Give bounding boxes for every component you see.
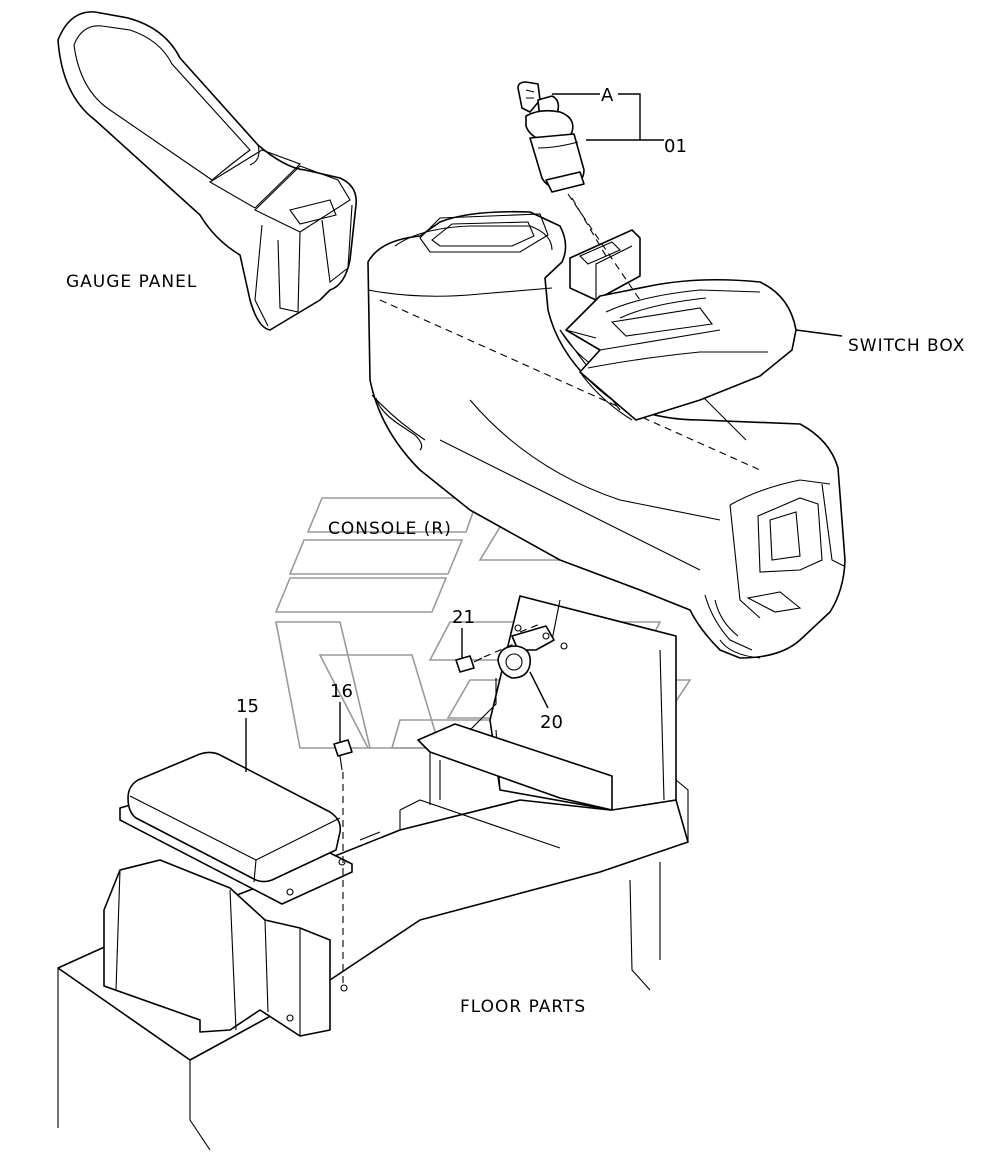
ref-a-label: A — [601, 85, 614, 106]
console-r-drawing — [367, 210, 846, 659]
floor-parts-label: FLOOR PARTS — [460, 997, 586, 1017]
key-switch-drawing — [517, 81, 641, 301]
part-number-01: 01 — [664, 136, 687, 157]
part-number-16: 16 — [330, 681, 353, 702]
part-number-21: 21 — [452, 607, 475, 628]
gauge-panel-label: GAUGE PANEL — [66, 272, 197, 292]
switch-20-drawing — [469, 623, 555, 731]
part-number-15: 15 — [236, 696, 259, 717]
gauge-panel-drawing — [57, 11, 357, 331]
part-number-20: 20 — [540, 712, 563, 733]
leader-lines — [245, 93, 843, 772]
bolt-16-drawing — [333, 739, 353, 986]
switch-box-label: SWITCH BOX — [848, 336, 965, 356]
switch-box-drawing — [565, 278, 797, 441]
floor-parts-drawing — [57, 595, 689, 1151]
console-r-label: CONSOLE (R) — [328, 519, 452, 539]
